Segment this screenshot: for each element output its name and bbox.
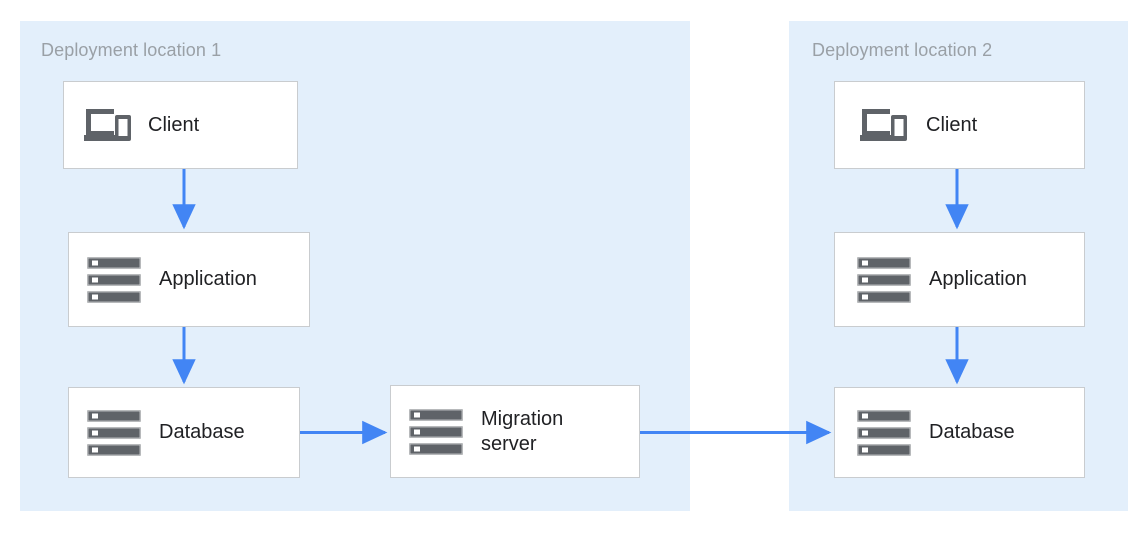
- deployment-location-1-label: Deployment location 1: [41, 40, 222, 60]
- node-application-1-label: Application: [159, 268, 257, 290]
- node-database-2[interactable]: Database: [834, 387, 1085, 478]
- server-stack-icon: [857, 409, 911, 456]
- node-client-1-label: Client: [148, 113, 200, 136]
- node-migration-server[interactable]: Migration server: [390, 385, 640, 478]
- node-database-1[interactable]: Database: [68, 387, 300, 478]
- node-application-2[interactable]: Application: [834, 232, 1085, 327]
- node-database-2-label: Database: [929, 421, 1015, 443]
- server-stack-icon: [87, 409, 141, 456]
- server-stack-icon: [857, 256, 911, 303]
- node-client-2[interactable]: Client: [834, 81, 1085, 169]
- client-devices-icon: [84, 105, 132, 145]
- node-client-1[interactable]: Client: [63, 81, 298, 169]
- server-stack-icon: [87, 256, 141, 303]
- node-database-1-label: Database: [159, 421, 245, 443]
- node-application-2-label: Application: [929, 268, 1027, 290]
- node-application-1[interactable]: Application: [68, 232, 310, 327]
- client-devices-icon: [860, 105, 908, 145]
- node-migration-server-label: Migration server: [481, 407, 564, 455]
- server-stack-icon: [409, 408, 463, 455]
- deployment-location-2-label: Deployment location 2: [812, 40, 993, 60]
- node-client-2-label: Client: [926, 113, 978, 136]
